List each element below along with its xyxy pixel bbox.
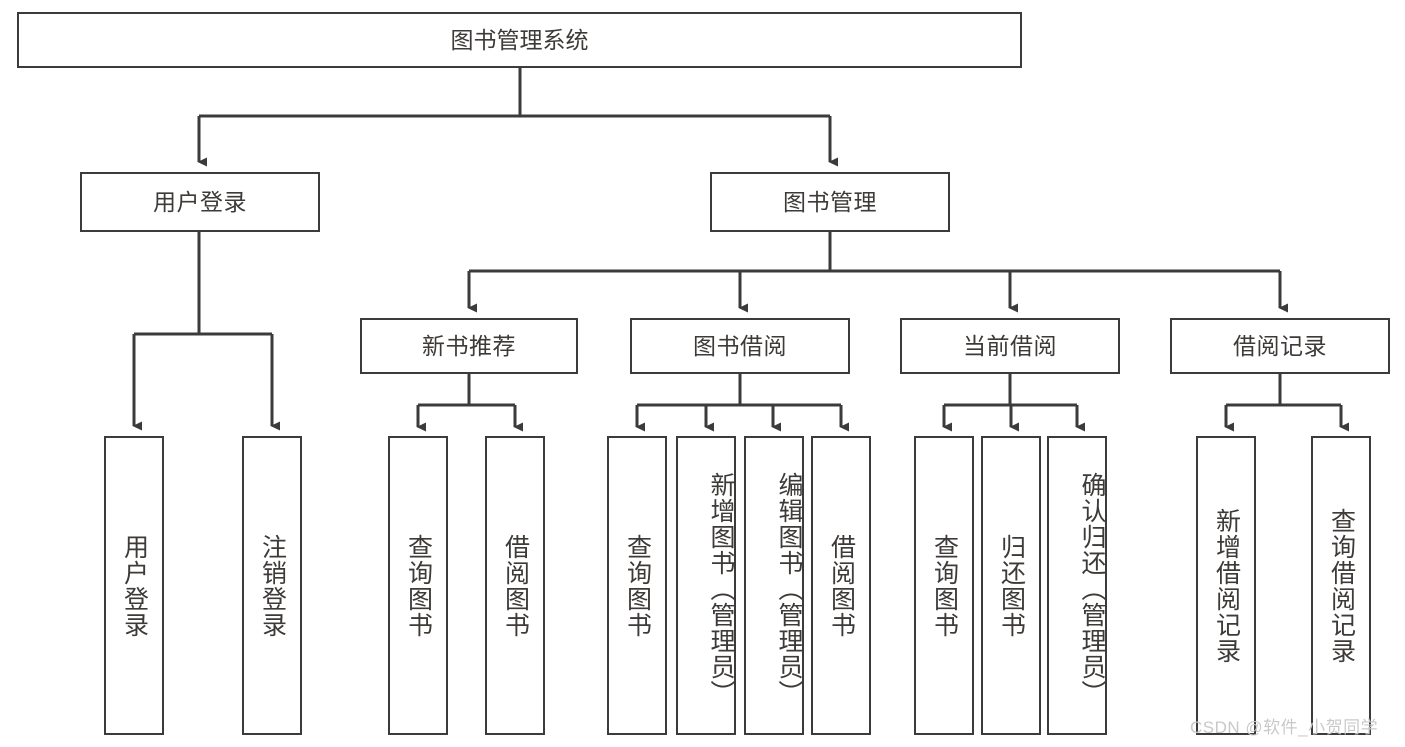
leaf-borrow-add-book-admin[interactable]: 新增图书（管理员）: [676, 436, 736, 735]
leaf-label: 确认归还（管理员）: [1078, 471, 1106, 706]
node-label: 图书借阅: [693, 332, 787, 359]
node-new-book-recommend[interactable]: 新书推荐: [360, 318, 578, 374]
node-book-management-group[interactable]: 图书管理: [710, 172, 950, 232]
leaf-record-add-record[interactable]: 新增借阅记录: [1196, 436, 1256, 735]
node-root-label: 图书管理系统: [450, 26, 589, 53]
leaf-label: 归还图书: [997, 533, 1026, 638]
leaf-current-return-book[interactable]: 归还图书: [981, 436, 1041, 735]
leaf-borrow-edit-book-admin[interactable]: 编辑图书（管理员）: [744, 436, 804, 735]
leaf-label: 用户登录: [120, 533, 149, 638]
node-user-login-group[interactable]: 用户登录: [80, 172, 320, 232]
leaf-current-confirm-return-admin[interactable]: 确认归还（管理员）: [1047, 436, 1107, 735]
leaf-borrow-query-book[interactable]: 查询图书: [607, 436, 667, 735]
leaf-recommend-query-book[interactable]: 查询图书: [388, 436, 448, 735]
leaf-borrow-borrow-book[interactable]: 借阅图书: [811, 436, 871, 735]
leaf-label: 注销登录: [258, 533, 287, 638]
node-borrow-record[interactable]: 借阅记录: [1170, 318, 1390, 374]
node-label: 借阅记录: [1233, 332, 1327, 359]
leaf-label: 查询图书: [404, 533, 433, 638]
leaf-label: 新增图书（管理员）: [707, 471, 735, 706]
leaf-label: 借阅图书: [501, 533, 530, 638]
leaf-logout[interactable]: 注销登录: [242, 436, 302, 735]
leaf-recommend-borrow-book[interactable]: 借阅图书: [485, 436, 545, 735]
node-label: 图书管理: [783, 188, 877, 215]
node-label: 用户登录: [153, 188, 247, 215]
csdn-watermark: CSDN @软件_小贺同学: [1190, 718, 1379, 737]
node-label: 新书推荐: [422, 332, 516, 359]
leaf-label: 查询图书: [930, 533, 959, 638]
leaf-label: 新增借阅记录: [1212, 507, 1241, 664]
leaf-label: 编辑图书（管理员）: [775, 471, 803, 706]
leaf-user-login[interactable]: 用户登录: [104, 436, 164, 735]
leaf-current-query-book[interactable]: 查询图书: [914, 436, 974, 735]
leaf-label: 查询借阅记录: [1327, 507, 1356, 664]
leaf-record-query-record[interactable]: 查询借阅记录: [1311, 436, 1371, 735]
node-label: 当前借阅: [963, 332, 1057, 359]
leaf-label: 查询图书: [623, 533, 652, 638]
leaf-label: 借阅图书: [827, 533, 856, 638]
node-current-borrow[interactable]: 当前借阅: [900, 318, 1120, 374]
node-book-borrow[interactable]: 图书借阅: [630, 318, 850, 374]
node-root[interactable]: 图书管理系统: [17, 12, 1022, 68]
